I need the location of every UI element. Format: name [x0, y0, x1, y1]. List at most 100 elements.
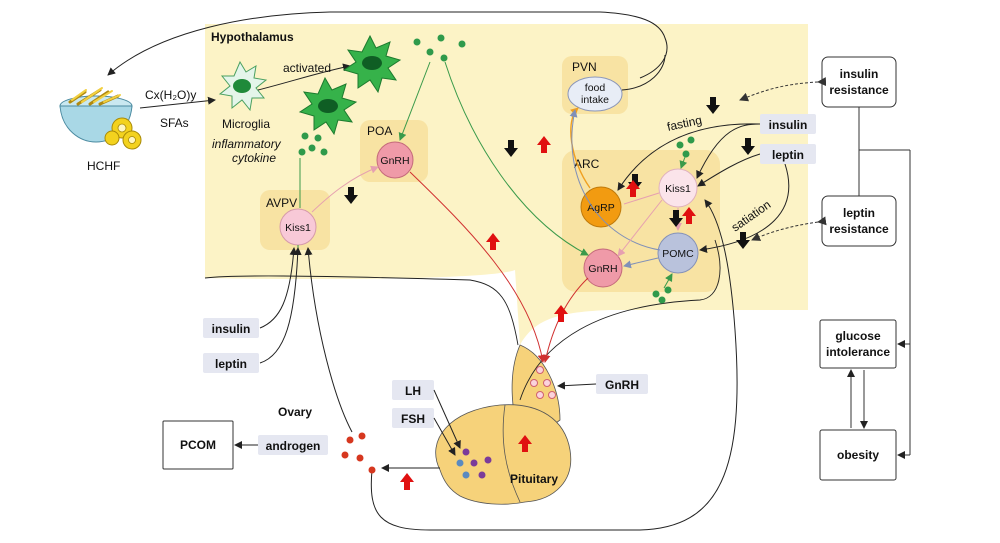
obesity-box [819, 429, 897, 481]
pituitary-divider [502, 404, 521, 503]
pcom-label: PCOM [180, 438, 216, 452]
gnrh-pit-label: GnRH [605, 378, 639, 392]
lh-to-pituitary-arrow [433, 389, 461, 449]
cytokine-dots-left [298, 132, 328, 156]
dots-to-kiss1-green [679, 156, 688, 169]
agrp-cell [580, 186, 622, 228]
agrp-label: AgRP [587, 202, 614, 214]
kiss1-to-agrp-line [623, 192, 660, 205]
leptin-resistance-label-1: leptin [843, 206, 875, 220]
insulin-resistance-box [821, 56, 897, 108]
cytokine-to-arc-arrow [444, 61, 589, 256]
up-arrows [400, 136, 696, 490]
fsh-to-pituitary-arrow [433, 417, 456, 456]
gnrh-poa-label: GnRH [380, 155, 409, 167]
kiss1-to-gnrh-arc-arrow [617, 199, 663, 257]
gnrh-dots-pituitary [530, 366, 556, 399]
fsh-label: FSH [401, 412, 425, 426]
gnrh-pit-box [596, 374, 648, 394]
avpv-label: AVPV [266, 196, 297, 210]
leptin-resistance-label-2: resistance [829, 222, 889, 236]
feedback-loop-bottom [370, 199, 738, 531]
kiss1-avpv-label: Kiss1 [285, 222, 311, 234]
leptin-left-box [203, 353, 259, 373]
microglia-label: Microglia [222, 117, 270, 131]
insulin-resistance-label-1: insulin [840, 67, 879, 81]
hypothalamus-label: Hypothalamus [211, 30, 294, 44]
insulin-to-kiss1-arrow [259, 247, 298, 329]
down-arrows [344, 97, 755, 249]
pomc-cell [657, 232, 699, 274]
leptin-resistance-box [821, 195, 897, 247]
activated-microglia-icon [342, 34, 402, 94]
fasting-arrow [696, 123, 761, 179]
androgen-box [258, 435, 328, 455]
leptin-to-kiss1-arrow-left [259, 247, 302, 364]
cytokine-to-gnrh-arrow [398, 61, 431, 141]
insulin-resistance-dashed [739, 77, 827, 102]
glucose-intolerance-label-2: intolerance [826, 345, 890, 359]
insulin-right-box [760, 114, 816, 134]
insulin-resistance-label-2: resistance [829, 83, 889, 97]
pomc-to-gnrh-arc-arrow [623, 257, 659, 269]
hypothalamus-edge-line [204, 275, 519, 346]
insulin-to-agrp-arrow [617, 123, 761, 191]
pomc-label: POMC [662, 248, 694, 260]
lh-box [392, 380, 434, 400]
cytokine-dots-top [413, 34, 466, 62]
hchf-bowl-icon [59, 87, 142, 150]
food-to-loop-line [621, 54, 666, 91]
androgen-label: androgen [266, 439, 321, 453]
activated-microglia-icon-2 [298, 76, 358, 136]
arc-dots-top [676, 136, 695, 158]
insulin-left-box [203, 318, 259, 338]
formula-label: Cx(H₂O)y [145, 88, 196, 102]
hchf-to-microglia-arrow [139, 96, 216, 109]
gnrh-arc-cell [583, 248, 623, 288]
pomc-to-food-arrow [569, 109, 661, 251]
food-intake-cell [567, 76, 623, 112]
lh-label: LH [405, 384, 421, 398]
microglia-icon [218, 60, 268, 112]
insulin-left-label: insulin [212, 322, 251, 336]
pituitary-gland [435, 404, 572, 505]
kiss1-arc-label: Kiss1 [665, 183, 691, 195]
pvn-label: PVN [572, 60, 597, 74]
ovary-to-kiss1-arrow [304, 247, 353, 433]
food-intake-label-2: intake [581, 94, 609, 106]
ovary-label: Ovary [278, 405, 312, 419]
insulin-right-label: insulin [769, 118, 808, 132]
glucose-intolerance-box [819, 319, 897, 369]
arc-label: ARC [574, 157, 600, 171]
cytokine-label: cytokine [232, 151, 276, 165]
pcom-box [162, 420, 234, 470]
gnrh-arc-label: GnRH [588, 263, 617, 275]
fsh-box [392, 408, 434, 428]
obesity-label: obesity [837, 448, 879, 462]
activated-label: activated [283, 61, 331, 75]
androgen-dots [341, 432, 376, 474]
leptin-to-kiss1-arrow [697, 153, 761, 187]
arc-dots-bottom [652, 286, 672, 304]
leptin-left-label: leptin [215, 357, 247, 371]
gnrh-poa-to-pituitary-arrow [409, 171, 546, 363]
lh-fsh-dots [456, 448, 492, 479]
sfas-label: SFAs [160, 116, 189, 130]
leptin-resistance-dashed [751, 216, 827, 241]
activated-arrow [257, 63, 351, 91]
leptin-right-box [760, 144, 816, 164]
gnrh-poa-cell [376, 141, 414, 179]
feedback-loop-top [107, 11, 668, 79]
inflammatory-label: inflammatory [212, 137, 282, 151]
kiss1-to-gnrh-poa-arrow [311, 165, 379, 213]
gnrh-box-to-pituitary-arrow [557, 381, 597, 390]
glucose-intolerance-label-1: glucose [835, 329, 881, 343]
kiss1-arc-cell [658, 168, 698, 208]
leptin-right-label: leptin [772, 148, 804, 162]
pituitary-label: Pituitary [510, 472, 558, 486]
hchf-label: HCHF [87, 159, 120, 173]
dots-to-pomc-green [663, 273, 673, 289]
poa-label: POA [367, 124, 392, 138]
food-intake-label-1: food [585, 82, 606, 94]
